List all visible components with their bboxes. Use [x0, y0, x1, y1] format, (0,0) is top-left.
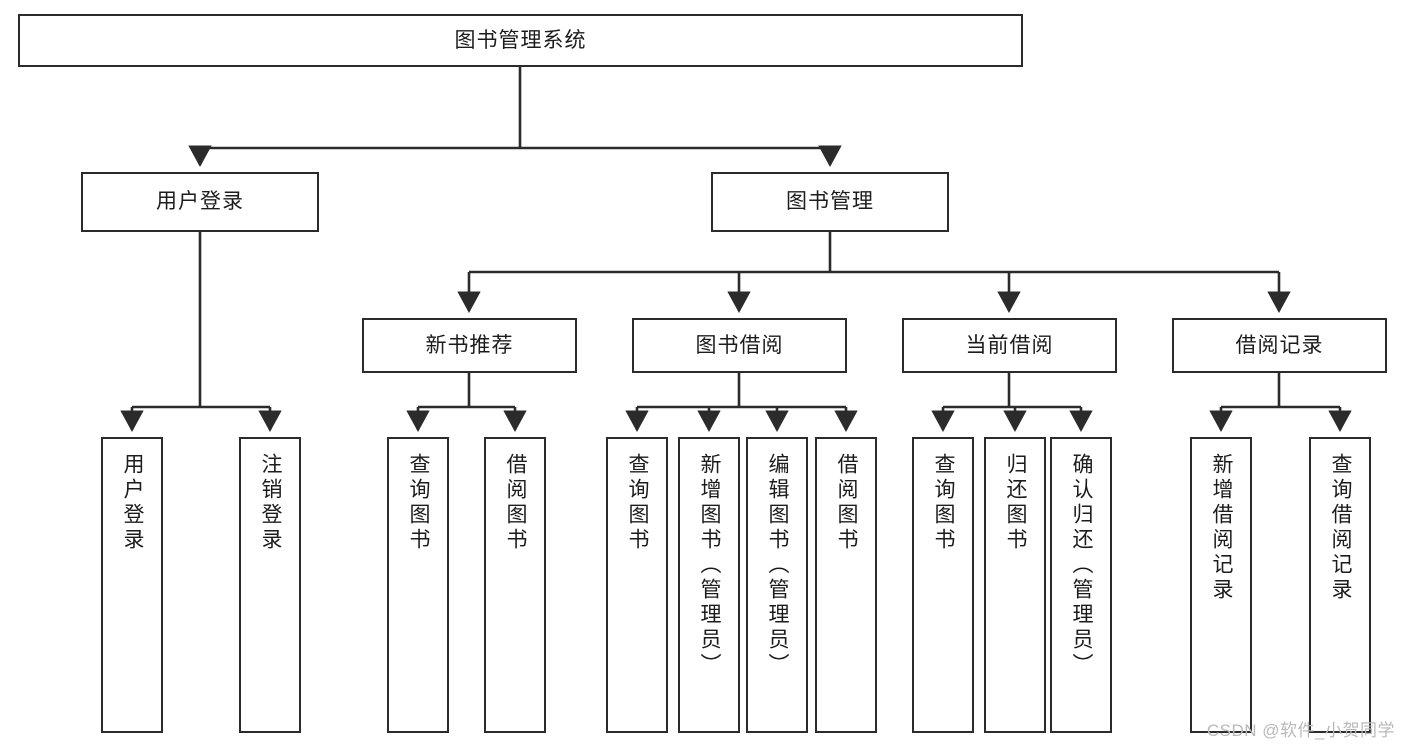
leaf-edit-book-admin[interactable]: 编辑图书（管理员） — [746, 437, 808, 733]
node-current-borrow-label: 当前借阅 — [965, 333, 1054, 357]
leaf-borrow-book-recommend[interactable]: 借阅图书 — [484, 437, 546, 733]
leaf-label: 新增借阅记录 — [1210, 453, 1234, 603]
node-book-management-label: 图书管理 — [786, 190, 874, 214]
leaf-label: 用户登录 — [121, 453, 145, 553]
leaf-label: 归还图书 — [1004, 453, 1028, 553]
node-root[interactable]: 图书管理系统 — [18, 14, 1023, 67]
leaf-add-book-admin[interactable]: 新增图书（管理员） — [678, 437, 740, 733]
csdn-watermark: CSDN @软件_小贺同学 — [1206, 721, 1395, 740]
leaf-label: 借阅图书 — [504, 453, 528, 553]
leaf-add-borrow-record[interactable]: 新增借阅记录 — [1190, 437, 1252, 733]
leaf-user-login[interactable]: 用户登录 — [101, 437, 163, 733]
leaf-label: 借阅图书 — [835, 453, 859, 553]
node-borrow-record[interactable]: 借阅记录 — [1172, 318, 1387, 373]
node-new-book-recommend[interactable]: 新书推荐 — [362, 318, 577, 373]
leaf-query-borrow-record[interactable]: 查询借阅记录 — [1309, 437, 1371, 733]
node-book-borrow[interactable]: 图书借阅 — [632, 318, 847, 373]
leaf-label: 确认归还（管理员） — [1070, 453, 1094, 678]
node-current-borrow[interactable]: 当前借阅 — [902, 318, 1117, 373]
leaf-label: 编辑图书（管理员） — [766, 453, 790, 678]
leaf-label: 查询图书 — [407, 453, 431, 553]
leaf-query-book-borrow[interactable]: 查询图书 — [606, 437, 668, 733]
node-new-book-recommend-label: 新书推荐 — [425, 333, 514, 357]
node-user-login[interactable]: 用户登录 — [81, 172, 319, 232]
leaf-label: 查询借阅记录 — [1329, 453, 1353, 603]
leaf-label: 新增图书（管理员） — [698, 453, 722, 678]
leaf-label: 查询图书 — [626, 453, 650, 553]
leaf-label: 查询图书 — [932, 453, 956, 553]
node-book-management[interactable]: 图书管理 — [711, 172, 949, 232]
leaf-return-book[interactable]: 归还图书 — [984, 437, 1046, 733]
node-book-borrow-label: 图书借阅 — [695, 333, 784, 357]
leaf-label: 注销登录 — [259, 453, 283, 553]
node-borrow-record-label: 借阅记录 — [1235, 333, 1324, 357]
leaf-confirm-return-admin[interactable]: 确认归还（管理员） — [1050, 437, 1112, 733]
leaf-logout-login[interactable]: 注销登录 — [239, 437, 301, 733]
node-user-login-label: 用户登录 — [156, 190, 244, 214]
leaf-query-book-current[interactable]: 查询图书 — [912, 437, 974, 733]
leaf-query-book-recommend[interactable]: 查询图书 — [387, 437, 449, 733]
node-root-label: 图书管理系统 — [454, 28, 587, 52]
leaf-borrow-book[interactable]: 借阅图书 — [815, 437, 877, 733]
